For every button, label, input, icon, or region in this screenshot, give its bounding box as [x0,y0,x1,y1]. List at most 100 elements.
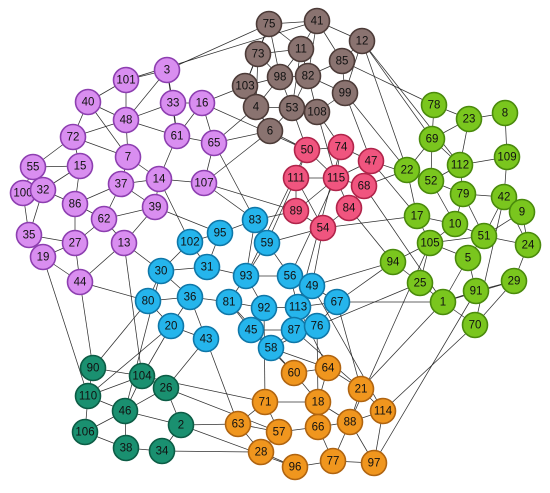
node-circle-78 [420,91,448,119]
edge-91-97 [373,290,477,464]
node-112: 112 [446,151,474,179]
node-circle-7 [114,143,142,171]
node-26: 26 [152,374,180,402]
node-circle-21 [347,375,375,403]
node-circle-14 [145,165,173,193]
node-114: 114 [369,397,397,425]
node-22: 22 [393,156,421,184]
edge-26-57 [165,387,280,433]
node-circle-41 [303,7,331,35]
node-108: 108 [303,98,331,126]
node-circle-109 [493,143,521,171]
node-92: 92 [250,294,278,322]
node-circle-37 [107,170,135,198]
node-circle-62 [90,205,118,233]
node-91: 91 [462,277,490,305]
edge-20-110 [87,325,172,397]
node-34: 34 [148,437,176,465]
node-21: 21 [347,375,375,403]
node-41: 41 [303,7,331,35]
node-67: 67 [323,288,351,316]
node-64: 64 [314,354,342,382]
node-circle-87 [280,316,308,344]
node-51: 51 [470,222,498,250]
node-circle-28 [247,438,275,466]
node-circle-63 [224,410,252,438]
node-19: 19 [29,243,57,271]
edge-85-78 [341,60,435,106]
edge-17-54 [322,215,418,229]
node-circle-45 [237,316,265,344]
node-50: 50 [293,136,321,164]
node-circle-89 [282,197,310,225]
edge-99-22 [344,92,408,171]
node-circle-98 [266,63,294,91]
node-69: 69 [418,125,446,153]
node-72: 72 [59,123,87,151]
node-circle-99 [331,79,359,107]
edge-43-63 [205,338,239,425]
node-38: 38 [112,434,140,462]
node-circle-110 [74,382,102,410]
node-circle-114 [369,397,397,425]
node-circle-85 [328,47,356,75]
node-87: 87 [280,316,308,344]
node-56: 56 [276,262,304,290]
node-circle-30 [147,257,175,285]
node-circle-70 [461,311,489,339]
edge-80-90 [92,300,149,369]
node-10: 10 [441,210,469,238]
node-68: 68 [350,172,378,200]
node-circle-56 [276,262,304,290]
node-70: 70 [461,311,489,339]
node-circle-80 [134,287,162,315]
node-circle-25 [406,269,434,297]
node-102: 102 [176,228,204,256]
node-15: 15 [66,152,94,180]
node-circle-53 [278,94,306,122]
node-28: 28 [247,438,275,466]
node-4: 4 [242,93,270,121]
edge-12-22 [361,40,408,171]
node-circle-36 [176,283,204,311]
node-circle-71 [251,388,279,416]
node-16: 16 [188,89,216,117]
node-circle-93 [232,262,260,290]
node-circle-95 [206,219,234,247]
edge-25-76 [316,282,421,327]
node-circle-43 [192,325,220,353]
node-45: 45 [237,316,265,344]
node-30: 30 [147,257,175,285]
node-74: 74 [327,133,355,161]
node-circle-52 [417,167,445,195]
edge-12-69 [361,40,433,140]
node-18: 18 [304,388,332,416]
edge-34-28 [161,450,262,453]
node-circle-72 [59,123,87,151]
node-circle-34 [148,437,176,465]
node-circle-75 [255,10,283,38]
node-84: 84 [335,194,363,222]
node-8: 8 [491,99,519,127]
node-circle-73 [244,40,272,68]
node-circle-54 [309,214,337,242]
node-66: 66 [304,413,332,441]
edge-70-114 [382,324,476,412]
node-48: 48 [112,106,140,134]
node-59: 59 [253,229,281,257]
node-circle-16 [188,89,216,117]
node-5: 5 [454,244,482,272]
node-77: 77 [319,447,347,475]
node-circle-81 [215,288,243,316]
node-65: 65 [200,129,228,157]
node-86: 86 [61,190,89,218]
node-circle-13 [110,229,138,257]
edge-2-96 [180,424,296,468]
node-2: 2 [167,411,195,439]
node-circle-5 [454,244,482,272]
node-circle-86 [61,190,89,218]
edge-13-104 [123,242,143,377]
node-circle-22 [393,156,421,184]
node-circle-19 [29,243,57,271]
